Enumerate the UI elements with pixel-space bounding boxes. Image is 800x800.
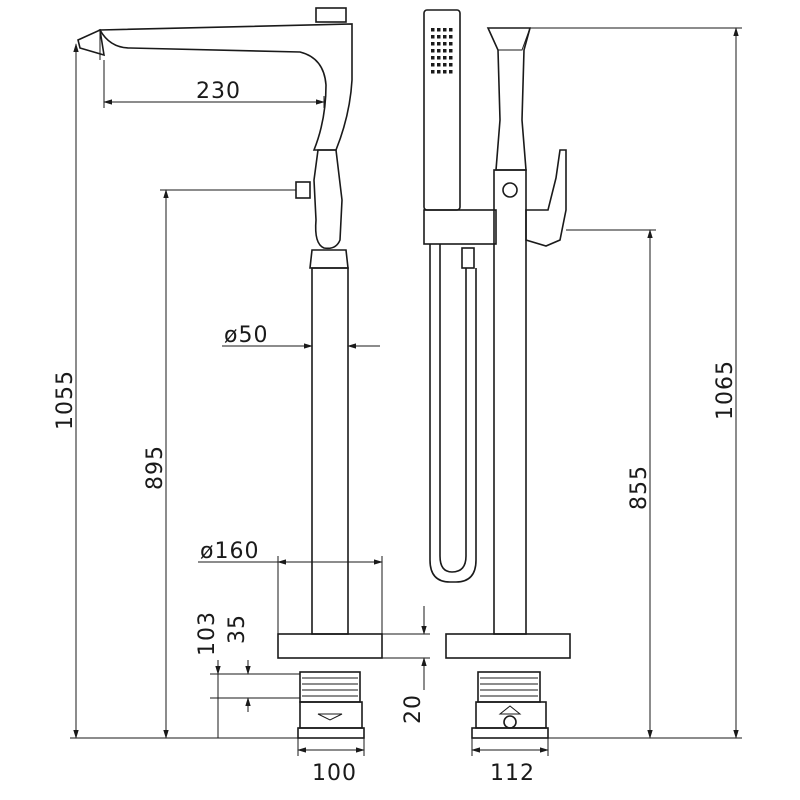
nozzle-dot <box>443 49 447 53</box>
nozzle-dot <box>437 42 441 46</box>
nozzle-dot <box>449 56 453 60</box>
nozzle-dot <box>431 56 435 60</box>
nozzle-dot <box>443 35 447 39</box>
side-spout-body <box>486 27 532 171</box>
side-base-plate <box>445 633 571 659</box>
hand-shower <box>423 9 461 211</box>
vertical-pipe <box>311 267 349 635</box>
nozzle-dot <box>449 28 453 32</box>
spout-body <box>98 23 353 151</box>
pipe-transition <box>309 249 349 269</box>
mounting-box-bottom <box>299 701 363 729</box>
side-mounting-box-bottom <box>475 701 547 729</box>
mounting-box-foot <box>297 727 365 739</box>
dimension-labels: 230 ø50 ø160 100 112 1055 895 103 35 20 … <box>53 79 738 786</box>
shower-nozzles <box>431 28 453 74</box>
front-view-faucet <box>77 7 383 739</box>
nozzle-dot <box>449 49 453 53</box>
spout-outlet <box>77 28 105 57</box>
handle-lever <box>313 149 343 250</box>
label-spout-reach: 230 <box>196 79 241 104</box>
nozzle-dot <box>431 49 435 53</box>
nozzle-dot <box>431 28 435 32</box>
nozzle-dot <box>437 49 441 53</box>
nozzle-dot <box>431 35 435 39</box>
side-mounting-box-foot <box>471 727 549 739</box>
nozzle-dot <box>449 63 453 67</box>
nozzle-dot <box>449 42 453 46</box>
mounting-box-grille <box>302 677 358 697</box>
side-knob <box>295 181 311 199</box>
label-flange-height: 20 <box>401 694 426 724</box>
side-mounting-box-top <box>477 671 541 703</box>
shower-holder <box>423 209 497 245</box>
nozzle-dot <box>443 56 447 60</box>
nozzle-dot <box>437 28 441 32</box>
label-base-diameter: ø160 <box>200 539 259 564</box>
nozzle-dot <box>437 56 441 60</box>
side-view-faucet <box>423 9 571 739</box>
nozzle-dot <box>431 63 435 67</box>
nozzle-dot <box>449 35 453 39</box>
base-plate <box>277 633 383 659</box>
side-mounting-box-grille <box>480 677 538 697</box>
hose-connector <box>461 247 475 269</box>
label-handle-height-right: 855 <box>627 465 652 510</box>
nozzle-dot <box>443 70 447 74</box>
dimension-lines <box>70 27 742 756</box>
side-handle <box>525 149 567 247</box>
diverter-knob <box>502 182 518 198</box>
label-box-width-left: 100 <box>312 761 357 786</box>
mounting-box-top <box>299 671 361 703</box>
nozzle-dot <box>443 42 447 46</box>
label-base-top-height: 103 <box>195 611 220 656</box>
top-cap <box>315 7 347 23</box>
nozzle-dot <box>437 35 441 39</box>
nozzle-dot <box>431 42 435 46</box>
label-pipe-diameter: ø50 <box>224 323 268 348</box>
side-vertical-pipe <box>493 169 527 635</box>
label-base-plate-height: 35 <box>225 614 250 644</box>
shower-hose <box>429 244 477 583</box>
label-handle-height-left: 895 <box>143 445 168 490</box>
nozzle-dot <box>437 70 441 74</box>
nozzle-dot <box>449 70 453 74</box>
nozzle-dot <box>431 70 435 74</box>
nozzle-dot <box>443 63 447 67</box>
label-total-height-left: 1055 <box>53 370 78 430</box>
nozzle-dot <box>443 28 447 32</box>
label-box-width-right: 112 <box>490 761 535 786</box>
label-total-height-right: 1065 <box>713 360 738 420</box>
nozzle-dot <box>437 63 441 67</box>
